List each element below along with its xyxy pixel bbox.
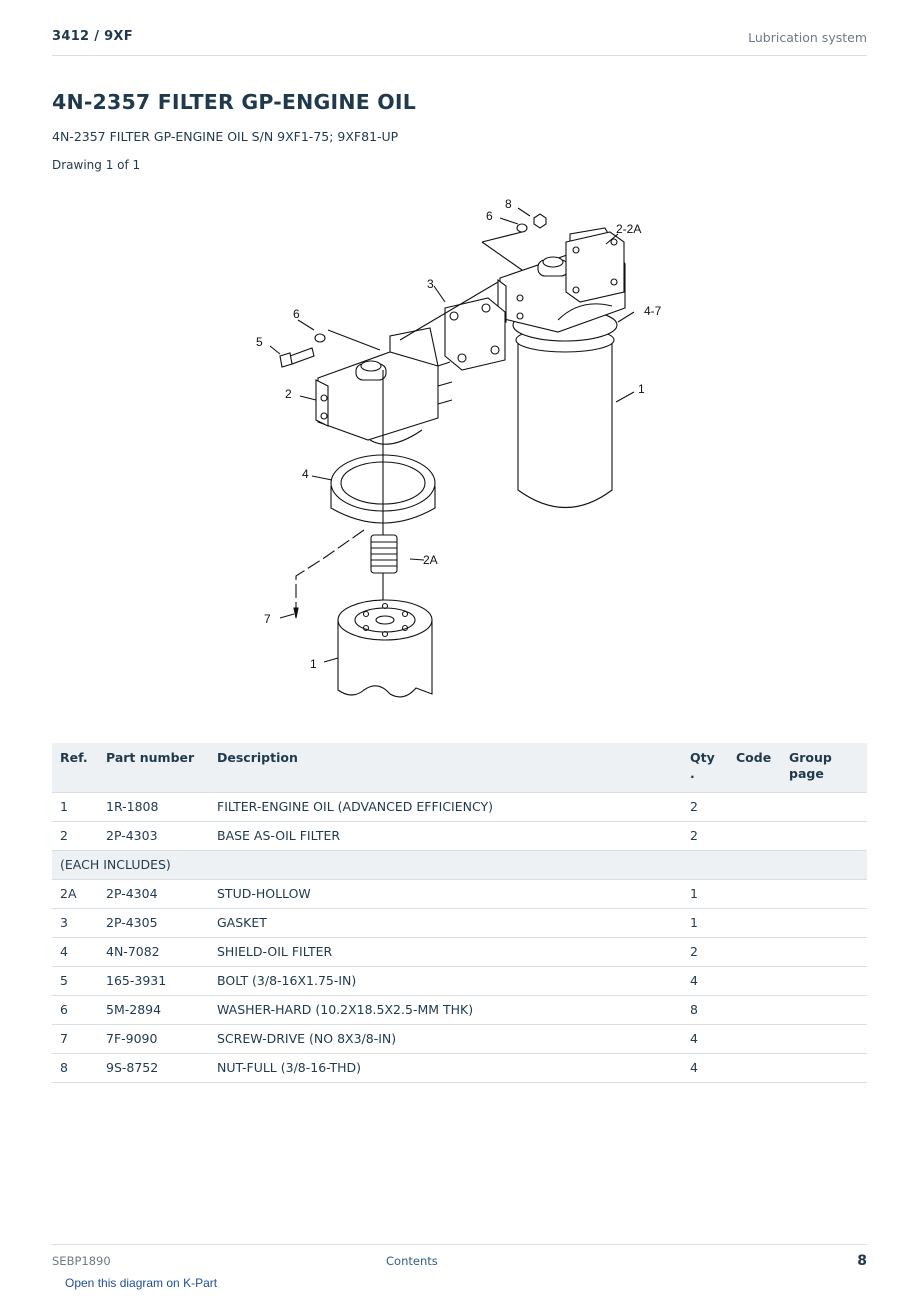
cell-description: GASKET [209,908,682,938]
callout-2-2a: 2-2A [616,222,641,236]
cell-code [728,1024,781,1054]
cell-code [728,821,781,851]
cell-ref: 3 [52,908,98,938]
col-part-number: Part number [98,743,209,793]
cell-group-page [781,1024,867,1054]
cell-group-page [781,966,867,996]
kpart-link[interactable]: Open this diagram on K-Part [65,1276,218,1290]
callout-8: 8 [505,197,512,211]
drawing-counter: Drawing 1 of 1 [52,158,141,172]
cell-group-page [781,995,867,1025]
cell-part-number[interactable]: 7F-9090 [98,1024,209,1054]
table-row: 3 2P-4305 GASKET 1 [52,908,867,938]
page-header: 3412 / 9XF Lubrication system [52,28,867,56]
cell-part-number[interactable]: 2P-4304 [98,879,209,909]
cell-note: (EACH INCLUDES) [52,850,867,880]
cell-part-number[interactable]: 2P-4303 [98,821,209,851]
parts-table: Ref. Part number Description Qty . Code … [52,743,867,1083]
cell-group-page [781,1053,867,1083]
cell-ref: 7 [52,1024,98,1054]
cell-description: BASE AS-OIL FILTER [209,821,682,851]
col-code: Code [728,743,781,793]
cell-part-number[interactable]: 5M-2894 [98,995,209,1025]
cell-code [728,1053,781,1083]
parts-diagram[interactable]: 8 6 2-2A 3 4-7 6 5 2 1 4 2A 7 1 [240,190,680,710]
callout-6-top: 6 [486,209,493,223]
cell-qty: 4 [682,1053,728,1083]
cell-ref: 4 [52,937,98,967]
cell-ref: 2 [52,821,98,851]
cell-description: SHIELD-OIL FILTER [209,937,682,967]
section-label: Lubrication system [748,30,867,45]
callout-7: 7 [264,612,271,626]
cell-ref: 5 [52,966,98,996]
cell-qty: 2 [682,937,728,967]
cell-group-page [781,821,867,851]
cell-part-number[interactable]: 165-3931 [98,966,209,996]
callout-1-lower: 1 [310,657,317,671]
exploded-view-drawing: 8 6 2-2A 3 4-7 6 5 2 1 4 2A 7 1 [256,197,662,698]
contents-link[interactable]: Contents [386,1254,438,1268]
callout-3: 3 [427,277,434,291]
cell-qty: 4 [682,966,728,996]
cell-code [728,937,781,967]
cell-group-page [781,937,867,967]
cell-description: NUT-FULL (3/8-16-THD) [209,1053,682,1083]
callout-2: 2 [285,387,292,401]
table-row: 1 1R-1808 FILTER-ENGINE OIL (ADVANCED EF… [52,792,867,822]
page-number: 8 [857,1253,867,1269]
col-group-page: Group page [781,743,867,793]
callout-6-left: 6 [293,307,300,321]
page-title: 4N-2357 FILTER GP-ENGINE OIL [52,90,416,114]
model-label: 3412 / 9XF [52,29,133,44]
page-subtitle: 4N-2357 FILTER GP-ENGINE OIL S/N 9XF1-75… [52,129,399,144]
cell-part-number[interactable]: 4N-7082 [98,937,209,967]
cell-qty: 2 [682,821,728,851]
table-row: 7 7F-9090 SCREW-DRIVE (NO 8X3/8-IN) 4 [52,1024,867,1054]
table-row: 2A 2P-4304 STUD-HOLLOW 1 [52,879,867,909]
cell-description: WASHER-HARD (10.2X18.5X2.5-MM THK) [209,995,682,1025]
callout-5: 5 [256,335,263,349]
table-row: 4 4N-7082 SHIELD-OIL FILTER 2 [52,937,867,967]
cell-part-number[interactable]: 2P-4305 [98,908,209,938]
table-row: 6 5M-2894 WASHER-HARD (10.2X18.5X2.5-MM … [52,995,867,1025]
cell-code [728,792,781,822]
cell-description: STUD-HOLLOW [209,879,682,909]
cell-description: BOLT (3/8-16X1.75-IN) [209,966,682,996]
cell-ref: 6 [52,995,98,1025]
cell-code [728,908,781,938]
page-footer: SEBP1890 Contents 8 [52,1244,867,1274]
cell-description: FILTER-ENGINE OIL (ADVANCED EFFICIENCY) [209,792,682,822]
cell-qty: 2 [682,792,728,822]
col-description: Description [209,743,682,793]
cell-code [728,995,781,1025]
table-row: 8 9S-8752 NUT-FULL (3/8-16-THD) 4 [52,1053,867,1083]
cell-code [728,966,781,996]
col-ref: Ref. [52,743,98,793]
cell-group-page [781,879,867,909]
cell-part-number[interactable]: 1R-1808 [98,792,209,822]
callout-1-right: 1 [638,382,645,396]
table-note-row: (EACH INCLUDES) [52,850,867,880]
cell-code [728,879,781,909]
table-row: 5 165-3931 BOLT (3/8-16X1.75-IN) 4 [52,966,867,996]
cell-qty: 4 [682,1024,728,1054]
cell-qty: 8 [682,995,728,1025]
cell-ref: 1 [52,792,98,822]
cell-group-page [781,908,867,938]
callout-4: 4 [302,467,309,481]
cell-qty: 1 [682,879,728,909]
table-header-row: Ref. Part number Description Qty . Code … [52,743,867,793]
cell-ref: 8 [52,1053,98,1083]
callout-2a: 2A [423,553,438,567]
col-qty: Qty . [682,743,728,793]
cell-ref: 2A [52,879,98,909]
cell-description: SCREW-DRIVE (NO 8X3/8-IN) [209,1024,682,1054]
cell-part-number[interactable]: 9S-8752 [98,1053,209,1083]
cell-group-page [781,792,867,822]
table-row: 2 2P-4303 BASE AS-OIL FILTER 2 [52,821,867,851]
document-number: SEBP1890 [52,1254,111,1268]
cell-qty: 1 [682,908,728,938]
callout-4-7: 4-7 [644,304,662,318]
